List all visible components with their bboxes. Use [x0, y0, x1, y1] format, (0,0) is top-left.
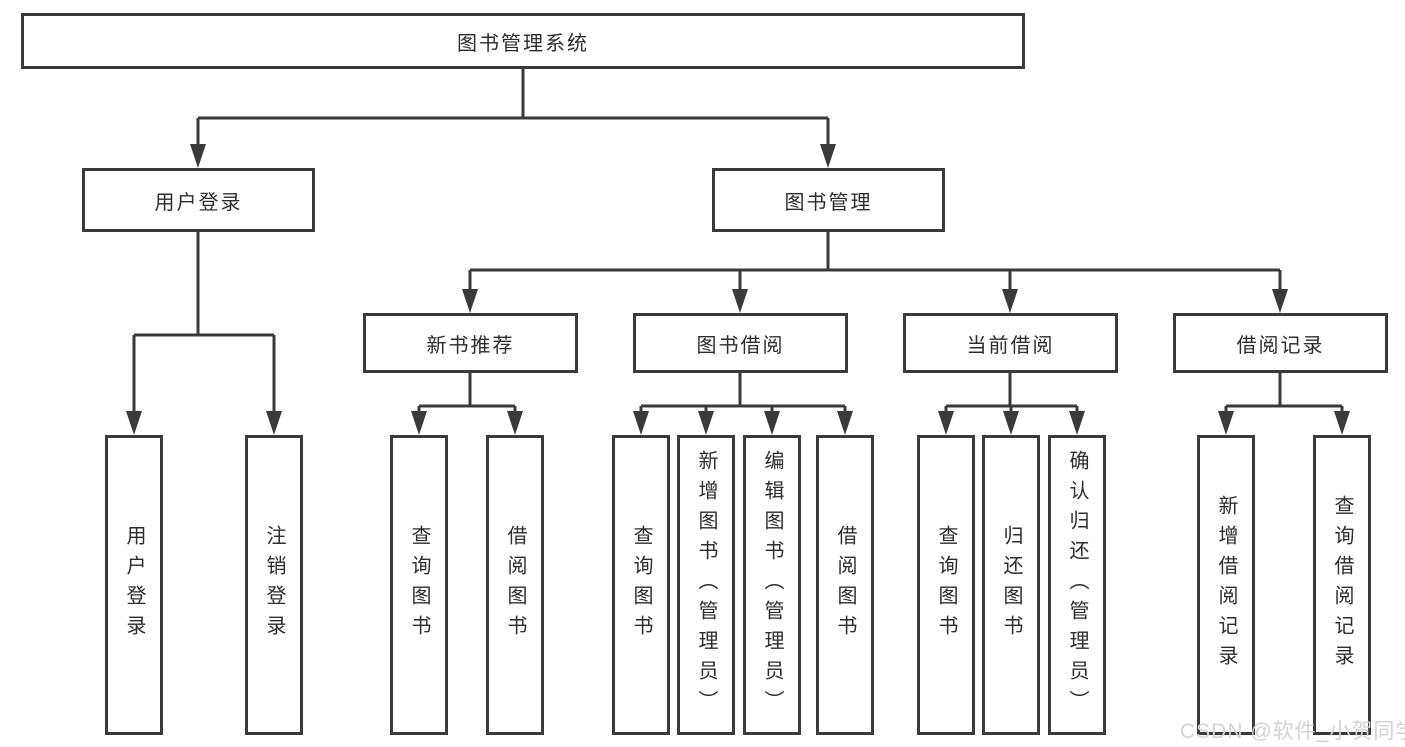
- leaf-label: 归还图书: [1000, 525, 1022, 645]
- node-root-label: 图书管理系统: [457, 32, 589, 55]
- arrowhead-icon: [411, 411, 427, 435]
- leaf-user-login: 用户登录: [105, 435, 163, 735]
- arrowhead-icon: [938, 411, 954, 435]
- arrowhead-icon: [1218, 411, 1234, 435]
- connector-path: [132, 232, 276, 413]
- leaf-edit-books-admin: 编辑图书（管理员）: [743, 435, 801, 735]
- leaf-label: 确认归还（管理员）: [1066, 450, 1088, 720]
- leaf-label: 查询借阅记录: [1331, 495, 1353, 675]
- node-label: 当前借阅: [966, 334, 1055, 357]
- node-label: 用户登录: [154, 191, 243, 214]
- node-label: 图书借阅: [696, 334, 785, 357]
- leaf-query-books: 查询图书: [612, 435, 670, 735]
- arrowhead-icon: [266, 411, 282, 435]
- leaf-query-books: 查询图书: [390, 435, 448, 735]
- arrowhead-icon: [837, 411, 853, 435]
- arrowhead-icon: [1272, 289, 1288, 313]
- leaf-query-books: 查询图书: [917, 435, 975, 735]
- leaf-borrow-books: 借阅图书: [816, 435, 874, 735]
- node-label: 借阅记录: [1236, 334, 1325, 357]
- leaf-query-borrow-record: 查询借阅记录: [1313, 435, 1371, 735]
- node-book-borrowing: 图书借阅: [633, 313, 848, 373]
- connector-path: [468, 232, 1282, 291]
- leaf-borrow-books: 借阅图书: [486, 435, 544, 735]
- arrowhead-icon: [462, 289, 478, 313]
- leaf-logout: 注销登录: [245, 435, 303, 735]
- node-label: 新书推荐: [426, 334, 515, 357]
- arrowhead-icon: [820, 144, 836, 168]
- node-user-login: 用户登录: [82, 168, 315, 232]
- leaf-label: 编辑图书（管理员）: [761, 450, 783, 720]
- connector-path: [417, 373, 517, 413]
- arrowhead-icon: [1069, 411, 1085, 435]
- leaf-label: 查询图书: [408, 525, 430, 645]
- connector-path: [196, 69, 830, 146]
- connector-path: [944, 373, 1079, 413]
- arrowhead-icon: [732, 289, 748, 313]
- connector-path: [639, 373, 847, 413]
- node-root-system: 图书管理系统: [21, 13, 1025, 69]
- arrowhead-icon: [507, 411, 523, 435]
- arrowhead-icon: [698, 411, 714, 435]
- leaf-label: 借阅图书: [834, 525, 856, 645]
- node-borrowing-records: 借阅记录: [1173, 313, 1388, 373]
- connector-path: [1224, 373, 1344, 413]
- leaf-confirm-return-admin: 确认归还（管理员）: [1048, 435, 1106, 735]
- leaf-label: 用户登录: [123, 525, 145, 645]
- node-new-book-recommend: 新书推荐: [363, 313, 578, 373]
- watermark: CSDN @软件_小贺同学: [1180, 720, 1405, 743]
- leaf-label: 查询图书: [935, 525, 957, 645]
- leaf-add-borrow-record: 新增借阅记录: [1197, 435, 1255, 735]
- arrowhead-icon: [1003, 411, 1019, 435]
- arrowhead-icon: [126, 411, 142, 435]
- node-book-management: 图书管理: [712, 168, 945, 232]
- leaf-label: 注销登录: [263, 525, 285, 645]
- arrowhead-icon: [1334, 411, 1350, 435]
- node-current-borrowing: 当前借阅: [903, 313, 1118, 373]
- leaf-label: 新增图书（管理员）: [695, 450, 717, 720]
- leaf-return-books: 归还图书: [982, 435, 1040, 735]
- leaf-label: 借阅图书: [504, 525, 526, 645]
- leaf-add-books-admin: 新增图书（管理员）: [677, 435, 735, 735]
- arrowhead-icon: [190, 144, 206, 168]
- arrowhead-icon: [764, 411, 780, 435]
- node-label: 图书管理: [784, 191, 873, 214]
- arrowhead-icon: [1002, 289, 1018, 313]
- leaf-label: 查询图书: [630, 525, 652, 645]
- leaf-label: 新增借阅记录: [1215, 495, 1237, 675]
- arrowhead-icon: [633, 411, 649, 435]
